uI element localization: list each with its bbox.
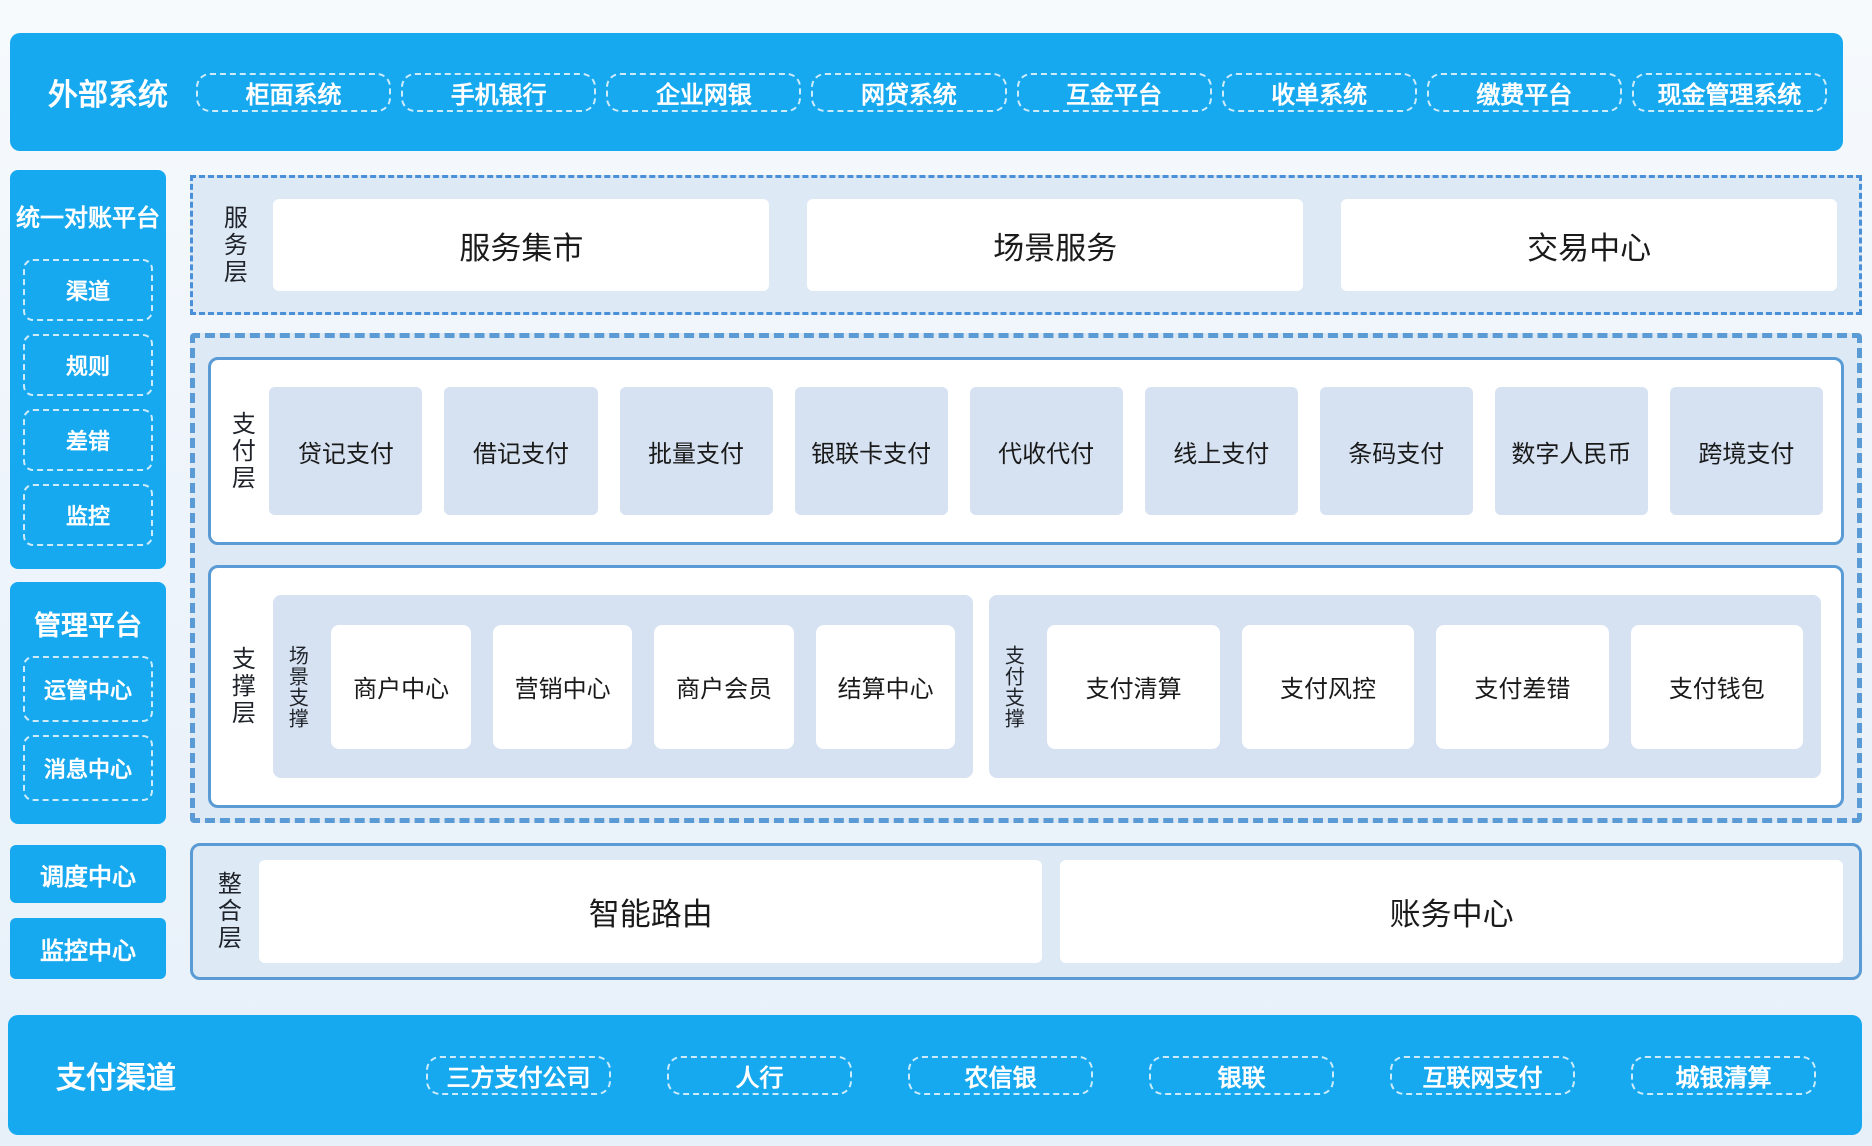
payment-channel-box: 农信银 (908, 1055, 1093, 1095)
reconciliation-items: 渠道 规则 差错 监控 (10, 259, 166, 546)
external-system-box: 现金管理系统 (1631, 72, 1827, 112)
management-platform-block: 管理平台 运管中心 消息中心 (10, 582, 166, 824)
service-layer-boxes: 服务集市 场景服务 交易中心 (273, 199, 1838, 291)
payment-channel-box: 三方支付公司 (426, 1055, 611, 1095)
integration-box: 账务中心 (1060, 860, 1844, 963)
external-system-box: 收单系统 (1221, 72, 1417, 112)
dispatch-center-block: 调度中心 (10, 845, 166, 903)
integration-layer-boxes: 智能路由 账务中心 (259, 860, 1844, 963)
external-system-box: 缴费平台 (1426, 72, 1622, 112)
integration-layer-section: 整合层 智能路由 账务中心 (190, 843, 1862, 980)
payment-support-group: 支付支撑 支付清算 支付风控 支付差错 支付钱包 (989, 595, 1821, 778)
payment-item: 线上支付 (1144, 387, 1298, 515)
payment-support-label: 支付支撑 (1001, 644, 1024, 729)
payment-item: 数字人民币 (1494, 387, 1648, 515)
service-box: 交易中心 (1341, 199, 1838, 291)
reconciliation-platform-block: 统一对账平台 渠道 规则 差错 监控 (10, 170, 166, 569)
payment-item: 借记支付 (444, 387, 598, 515)
management-platform-title: 管理平台 (34, 611, 142, 641)
reconciliation-item: 监控 (23, 484, 153, 546)
support-layer-section: 支撑层 场景支撑 商户中心 营销中心 商户会员 结算中心 支付支撑 支付清算 支… (208, 565, 1844, 808)
external-system-box: 互金平台 (1016, 72, 1212, 112)
payment-channels-bar: 支付渠道 三方支付公司 人行 农信银 银联 互联网支付 城银清算 (8, 1015, 1862, 1135)
scene-support-group: 场景支撑 商户中心 营销中心 商户会员 结算中心 (273, 595, 974, 778)
payment-channel-box: 银联 (1149, 1055, 1334, 1095)
reconciliation-item: 渠道 (23, 259, 153, 321)
payment-channel-box: 城银清算 (1631, 1055, 1816, 1095)
scene-support-item: 商户中心 (331, 624, 471, 749)
external-system-box: 网贷系统 (811, 72, 1007, 112)
payment-channel-box: 人行 (667, 1055, 852, 1095)
payment-item: 批量支付 (619, 387, 773, 515)
support-layer-label: 支撑层 (227, 646, 255, 727)
payment-channels-title: 支付渠道 (56, 1062, 176, 1095)
service-box: 服务集市 (273, 199, 770, 291)
payment-layer-section: 支付层 贷记支付 借记支付 批量支付 银联卡支付 代收代付 线上支付 条码支付 … (208, 357, 1844, 545)
payment-item: 银联卡支付 (794, 387, 948, 515)
payment-item: 代收代付 (969, 387, 1123, 515)
integration-layer-label: 整合层 (213, 871, 241, 952)
scene-support-label: 场景支撑 (285, 644, 308, 729)
management-item: 运管中心 (23, 656, 153, 722)
reconciliation-item: 规则 (23, 334, 153, 396)
external-systems-title: 外部系统 (48, 79, 168, 112)
scene-support-item: 商户会员 (654, 624, 794, 749)
external-system-box: 手机银行 (401, 72, 597, 112)
service-layer-section: 服务层 服务集市 场景服务 交易中心 (190, 175, 1862, 315)
scene-support-item: 结算中心 (815, 624, 956, 749)
scene-support-item: 营销中心 (492, 624, 633, 749)
payment-support-item: 支付清算 (1047, 624, 1220, 749)
management-items: 运管中心 消息中心 (10, 656, 166, 801)
service-box: 场景服务 (807, 199, 1304, 291)
payment-support-item: 支付钱包 (1630, 624, 1804, 749)
external-system-box: 企业网银 (606, 72, 802, 112)
integration-box: 智能路由 (259, 860, 1043, 963)
service-layer-label: 服务层 (219, 204, 247, 286)
reconciliation-platform-title: 统一对账平台 (16, 205, 160, 232)
payment-item: 贷记支付 (269, 387, 423, 515)
external-systems-items: 柜面系统 手机银行 企业网银 网贷系统 互金平台 收单系统 缴费平台 现金管理系… (196, 46, 1827, 138)
management-item: 消息中心 (23, 735, 153, 801)
payment-item: 跨境支付 (1669, 387, 1823, 515)
external-system-box: 柜面系统 (196, 72, 392, 112)
payment-item: 条码支付 (1319, 387, 1473, 515)
payment-channels-items: 三方支付公司 人行 农信银 银联 互联网支付 城银清算 (426, 1030, 1816, 1120)
payment-support-item: 支付风控 (1241, 624, 1415, 749)
payment-layer-items: 贷记支付 借记支付 批量支付 银联卡支付 代收代付 线上支付 条码支付 数字人民… (269, 387, 1823, 515)
external-systems-bar: 外部系统 柜面系统 手机银行 企业网银 网贷系统 互金平台 收单系统 缴费平台 … (10, 33, 1843, 151)
monitor-center-block: 监控中心 (10, 918, 166, 979)
payment-channel-box: 互联网支付 (1390, 1055, 1575, 1095)
reconciliation-item: 差错 (23, 409, 153, 471)
payment-support-item: 支付差错 (1436, 624, 1609, 749)
payment-layer-label: 支付层 (227, 410, 255, 492)
